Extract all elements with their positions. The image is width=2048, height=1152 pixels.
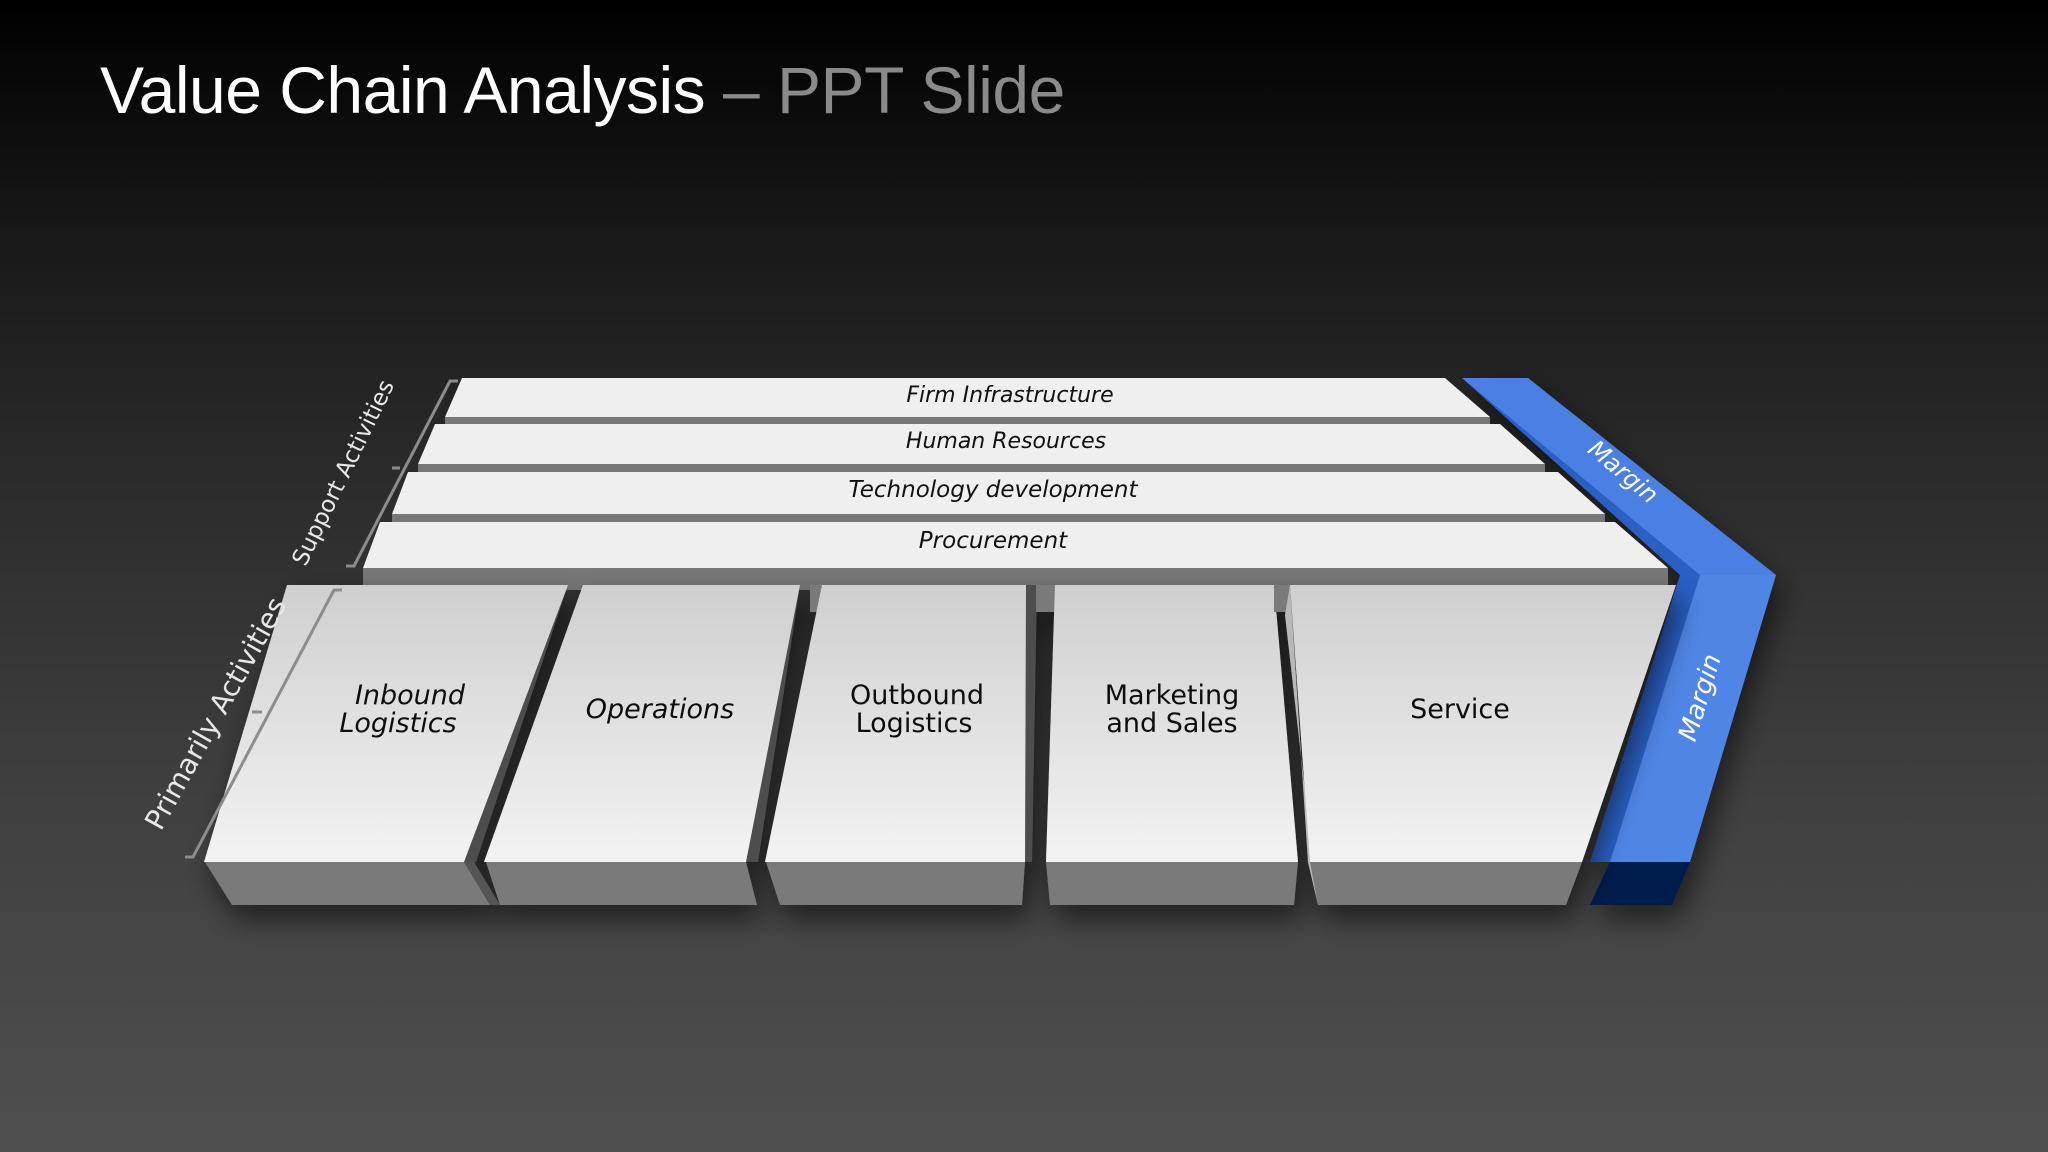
primary-label-line1: Inbound (355, 680, 466, 711)
slide-title: Value Chain Analysis – PPT Slide (100, 52, 1065, 128)
primary-label-line2: Logistics (339, 708, 456, 739)
primary-label-line1: Service (1410, 694, 1510, 725)
support-bar-human-resources[interactable]: Human Resources (418, 424, 1545, 472)
margin-top-arm (1462, 378, 1776, 575)
primary-block-inbound-logistics[interactable]: Inbound Logistics (204, 585, 568, 905)
title-main: Value Chain Analysis (100, 53, 706, 127)
support-label: Procurement (919, 528, 1068, 554)
primary-label-line1: Operations (586, 694, 734, 725)
primary-block-marketing-and-sales[interactable]: Marketing and Sales (1036, 585, 1298, 905)
support-bar-firm-infrastructure[interactable]: Firm Infrastructure (445, 378, 1490, 424)
primary-label-line2: Logistics (856, 708, 973, 739)
support-bar-procurement[interactable]: Procurement (363, 522, 1668, 590)
primary-label-line1: Marketing (1105, 680, 1240, 711)
support-label: Technology development (849, 477, 1139, 503)
primary-label-line2: and Sales (1106, 708, 1237, 739)
margin-side-arm (1610, 575, 1776, 862)
primary-activities: Inbound Logistics Operations Outbound Lo… (204, 585, 1676, 905)
support-activities: Firm Infrastructure Human Resources Tech… (363, 378, 1668, 590)
primary-block-service[interactable]: Service (1274, 585, 1676, 905)
title-separator: – (705, 53, 778, 127)
support-label: Firm Infrastructure (906, 383, 1113, 408)
primary-label-line1: Outbound (850, 680, 984, 711)
title-sub: PPT Slide (777, 53, 1065, 127)
margin-chevron: Margin Margin (1462, 378, 1776, 905)
primary-block-operations[interactable]: Operations (484, 585, 800, 905)
margin-inner-edge (1462, 378, 1700, 862)
primary-block-outbound-logistics[interactable]: Outbound Logistics (765, 585, 1037, 905)
support-bar-technology-development[interactable]: Technology development (392, 472, 1605, 522)
support-label: Human Resources (906, 429, 1106, 454)
